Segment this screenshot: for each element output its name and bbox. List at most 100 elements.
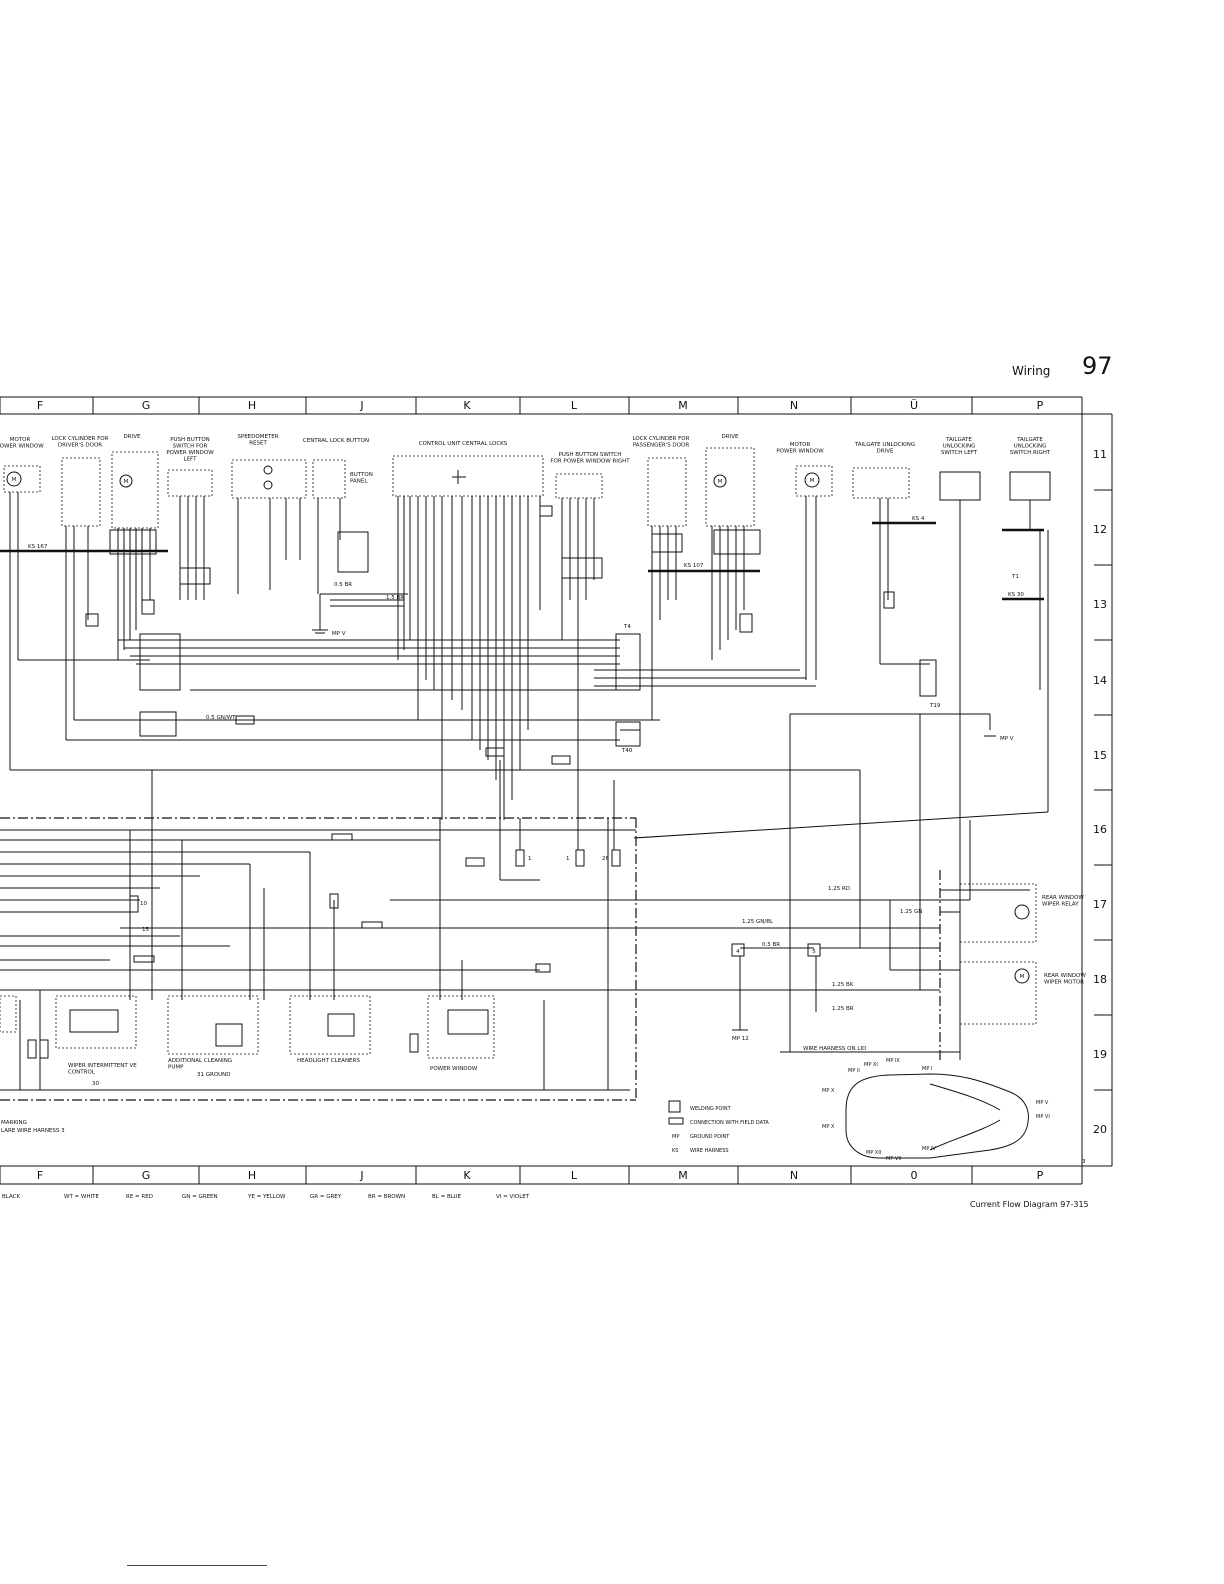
- svg-text:KS 4: KS 4: [912, 516, 925, 522]
- svg-text:BLACK: BLACK: [2, 1194, 20, 1200]
- svg-text:MP: MP: [672, 1134, 679, 1140]
- svg-text:10: 10: [140, 901, 147, 907]
- svg-text:M: M: [124, 479, 129, 485]
- connection-symbol: [668, 1117, 684, 1125]
- motor-icon: [804, 472, 820, 488]
- central-lock-button-label: CENTRAL LOCK BUTTON: [303, 438, 369, 444]
- wire-harness-note: LARE WIRE HARNESS 3: [1, 1128, 65, 1134]
- col-label: K: [463, 1169, 471, 1182]
- svg-text:MP IX: MP IX: [886, 1058, 900, 1064]
- col-label: P: [1037, 1169, 1044, 1182]
- corner-number: 3: [1082, 1159, 1086, 1165]
- wiring: [0, 492, 1049, 1101]
- svg-text:MP VII: MP VII: [886, 1156, 901, 1162]
- control-unit-label: CONTROL UNIT CENTRAL LOCKS: [419, 441, 508, 447]
- svg-text:M: M: [1020, 974, 1025, 980]
- top-components: M M M M: [3, 447, 1051, 529]
- col-label: J: [359, 1169, 363, 1182]
- svg-text:5: 5: [812, 949, 816, 955]
- col-label: H: [248, 399, 256, 412]
- row-label: 16: [1093, 823, 1107, 836]
- svg-text:15: 15: [142, 927, 149, 933]
- welding-point-symbol: [668, 1100, 681, 1113]
- svg-text:1.25 RD: 1.25 RD: [828, 886, 850, 892]
- svg-text:M: M: [810, 478, 815, 484]
- svg-text:KS 107: KS 107: [684, 563, 704, 569]
- svg-text:T4: T4: [623, 624, 631, 630]
- row-label: 14: [1093, 674, 1107, 687]
- svg-text:MP V: MP V: [1036, 1100, 1049, 1106]
- power-window-label: POWER WINDOW: [430, 1066, 478, 1072]
- lower-components: M: [0, 883, 1037, 1059]
- svg-text:BL = BLUE: BL = BLUE: [432, 1194, 462, 1200]
- col-label: N: [790, 1169, 798, 1182]
- svg-text:M: M: [12, 477, 17, 483]
- svg-text:MP XII: MP XII: [866, 1150, 881, 1156]
- col-label: L: [571, 1169, 578, 1182]
- chapter-title: Wiring: [1012, 364, 1050, 378]
- svg-text:T40: T40: [621, 748, 633, 754]
- legend-welding: WELDING POINT: [690, 1106, 732, 1112]
- col-label: 0: [911, 1169, 918, 1182]
- col-label: J: [359, 399, 363, 412]
- svg-text:4: 4: [736, 949, 740, 955]
- row-labels: 11 12 13 14 15 16 17 18 19 20: [1093, 448, 1107, 1136]
- col-label: F: [37, 399, 43, 412]
- svg-text:0.5 BR: 0.5 BR: [762, 942, 780, 948]
- lamp-icon: [263, 480, 273, 490]
- welding-point-4: [731, 943, 745, 957]
- headlight-cleaners-label: HEADLIGHT CLEANERS: [297, 1058, 360, 1064]
- svg-text:1.5 BR: 1.5 BR: [386, 595, 404, 601]
- diagram-frame: [0, 396, 1113, 1185]
- legend-connection: CONNECTION WITH FIELD DATA: [690, 1120, 769, 1126]
- row-label: 19: [1093, 1048, 1107, 1061]
- svg-text:1: 1: [566, 856, 570, 862]
- svg-text:MP VI: MP VI: [1036, 1114, 1050, 1120]
- svg-text:YE = YELLOW: YE = YELLOW: [247, 1194, 286, 1200]
- col-label: G: [142, 399, 151, 412]
- column-labels-bottom: F G H J K L M N 0 P: [37, 1169, 1044, 1182]
- svg-text:GN = GREEN: GN = GREEN: [182, 1194, 218, 1200]
- svg-text:VI = VIOLET: VI = VIOLET: [496, 1194, 530, 1200]
- svg-text:MP II: MP II: [848, 1068, 860, 1074]
- svg-text:MP V: MP V: [1000, 736, 1014, 742]
- svg-text:MP I: MP I: [922, 1066, 932, 1072]
- marking-note: MARKING: [1, 1120, 27, 1126]
- drive-right-label: DRIVE: [722, 434, 739, 440]
- svg-text:1.25 GN/BL: 1.25 GN/BL: [742, 919, 774, 925]
- col-label: L: [571, 399, 578, 412]
- row-label: 12: [1093, 523, 1107, 536]
- svg-text:1: 1: [528, 856, 532, 862]
- svg-text:0.5 BR: 0.5 BR: [334, 582, 352, 588]
- svg-text:RE = RED: RE = RED: [126, 1194, 153, 1200]
- motor-icon: [6, 471, 22, 487]
- diagram-footer: Current Flow Diagram 97-315: [970, 1200, 1089, 1209]
- svg-text:M: M: [718, 479, 723, 485]
- link-underline[interactable]: [127, 1565, 267, 1566]
- row-label: 20: [1093, 1123, 1107, 1136]
- col-label: P: [1037, 399, 1044, 412]
- col-label: M: [678, 1169, 688, 1182]
- svg-text:MP V: MP V: [332, 631, 346, 637]
- row-label: 13: [1093, 598, 1107, 611]
- svg-text:MP IV: MP IV: [922, 1146, 936, 1152]
- svg-text:KS 167: KS 167: [28, 544, 48, 550]
- svg-text:T19: T19: [929, 703, 941, 709]
- row-label: 11: [1093, 448, 1107, 461]
- col-label: N: [790, 399, 798, 412]
- welding-point-5: [807, 943, 821, 957]
- svg-text:1.25 BR: 1.25 BR: [832, 1006, 854, 1012]
- svg-text:1.25 BK: 1.25 BK: [832, 982, 854, 988]
